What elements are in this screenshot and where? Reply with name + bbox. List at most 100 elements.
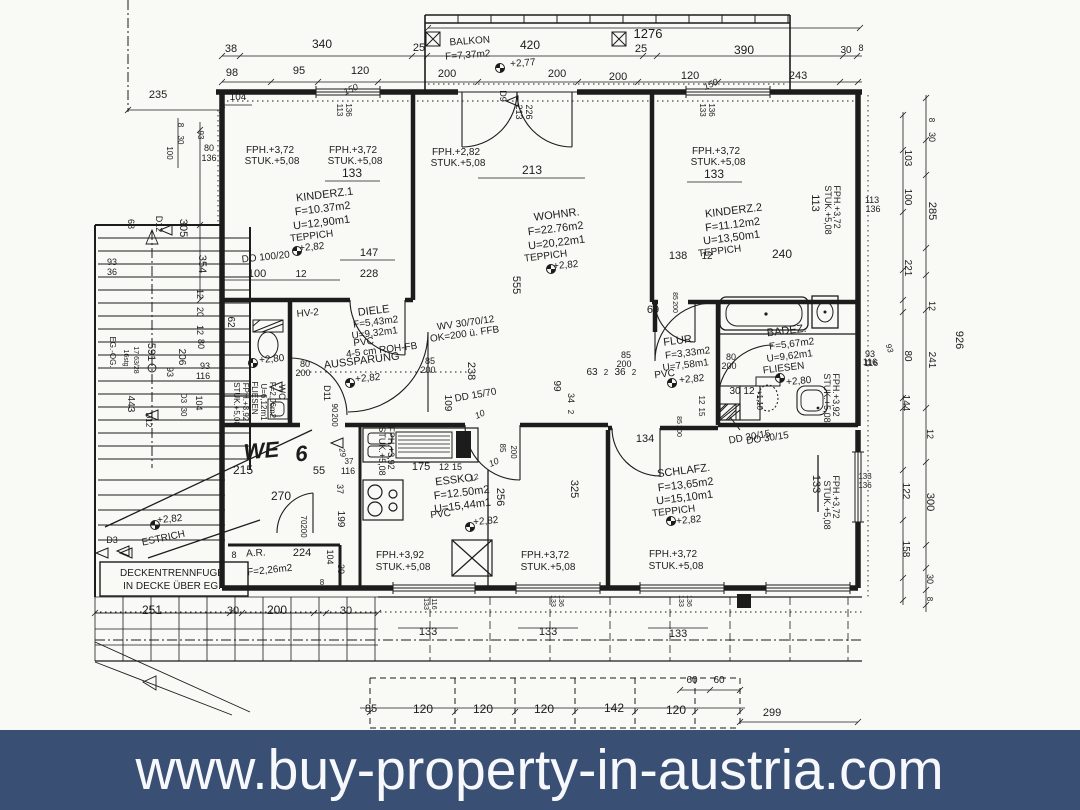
plan-label: 926 [953,331,965,349]
plan-label: FPH.+3,92 [386,426,396,469]
plan-label: 116 [430,598,437,609]
plan-label: 228 [360,268,378,280]
plan-label: 120 [666,703,686,717]
plan-label: 120 [413,702,433,716]
plan-label: 60 [713,675,725,686]
plan-label: 85 [425,356,435,366]
plan-label: 25 [413,42,425,54]
plan-label: 30 [340,605,352,617]
appliance-x-box [451,539,493,577]
plan-label: 390 [734,43,754,57]
plan-label: 122 [900,483,911,500]
plan-label: 85 [365,703,377,715]
level-point-icon [345,378,355,388]
door-marker-icon [115,545,130,557]
plan-label: 2 [604,368,609,377]
plan-label: 37 [335,484,345,494]
plan-label: 200 [675,425,682,437]
plan-label: FLIESEN [250,381,259,415]
bath-sink [811,295,839,329]
plan-label: 200 [721,361,736,371]
plan-label: 30 [227,605,239,617]
plan-label: 144 [900,395,911,412]
staircase [94,228,251,716]
plan-label: F=2,06m2 [268,382,277,419]
plan-label: 235 [149,89,167,101]
plan-label: STUK.+5,08 [245,156,300,167]
plan-label: FPH.+3,72 [649,549,698,560]
floor-plan-drawing: 1276383402542025390308BALKONF=7,37m2+2,7… [91,0,965,729]
plan-label: 100 [902,189,913,206]
plan-label: DECKENTRENNFUGE [120,568,224,579]
plan-label: 136 [865,204,880,214]
plan-label: PVC [353,336,375,349]
plan-label: 36 [614,367,626,378]
plan-label: 55 [313,465,325,477]
plan-label: FPH.+3,72 [521,550,570,561]
plan-label: 12 [195,325,205,335]
level-point-icon [495,63,505,73]
plan-label: 12 [295,269,307,280]
plan-label: D3 [179,393,188,404]
plan-label: 555 [510,276,522,294]
plan-label: 133 [549,595,556,607]
plan-label: 8 [320,578,325,587]
plan-label: 37 [345,457,354,466]
plan-label: 12 [925,429,935,439]
balcony-post-icon [611,31,627,47]
plan-label: 99 [551,380,562,392]
plan-label: 136 [858,481,872,490]
plan-label: +2,82 [676,514,703,527]
plan-label: 20 [195,307,205,317]
plan-label: TEPPICH [524,248,568,264]
plan-label: 85 [621,350,631,360]
plan-label: 68 [126,219,136,229]
plan-label: BADEZ. [766,323,807,340]
terrace-grid [94,594,862,662]
plan-label: ESSKO. [435,472,477,489]
balcony-railing [424,15,789,23]
plan-label: 30 [840,45,852,56]
plan-label: 8 [176,123,185,128]
door-marker-icon [158,224,173,236]
plan-label: 30 [176,136,185,145]
plan-label: 80 [204,143,214,153]
plan-label: +2,82 [679,373,706,386]
plan-label: 136 [344,103,353,117]
plan-label: 200 [509,445,518,459]
plan-label: 2 [632,368,637,377]
plan-label: 133 [539,626,557,638]
plan-label: 138 [669,250,687,262]
plan-label: 95 [293,65,305,77]
plan-label: 136 [557,595,564,607]
kitchen-counter [362,427,479,463]
plan-label: 116 [863,357,877,367]
plan-label: 8 [925,597,934,602]
plan-label: ESTRICH [141,529,186,549]
plan-label: 80 [300,359,310,369]
plan-label: 116 [341,466,355,476]
plan-label: TEPPICH [290,228,334,244]
plan-label: FPH.+3,72 [692,146,741,157]
plan-label: STUK.+5,08 [431,158,486,169]
plan-label: 12 [701,251,713,262]
wc-sink [267,398,289,420]
plan-label: 256 [494,488,506,506]
plan-label: 300 [924,493,936,511]
plan-label: 199 [335,511,346,528]
plan-label: 93 [865,349,875,359]
plan-label: STUK.+5,08 [521,562,576,573]
door-marker-icon [504,95,519,107]
plan-label: 15 [697,408,706,417]
plan-label: FPH.+3,72 [831,475,841,518]
plan-label: A.R. [246,548,266,560]
flur-wardrobe [719,385,761,421]
plan-label: STUK.+5,08 [232,382,241,426]
plan-label: PVC [430,508,452,521]
stove [362,479,404,521]
washbasin [796,385,828,416]
plan-label: FLIESEN [762,361,805,377]
